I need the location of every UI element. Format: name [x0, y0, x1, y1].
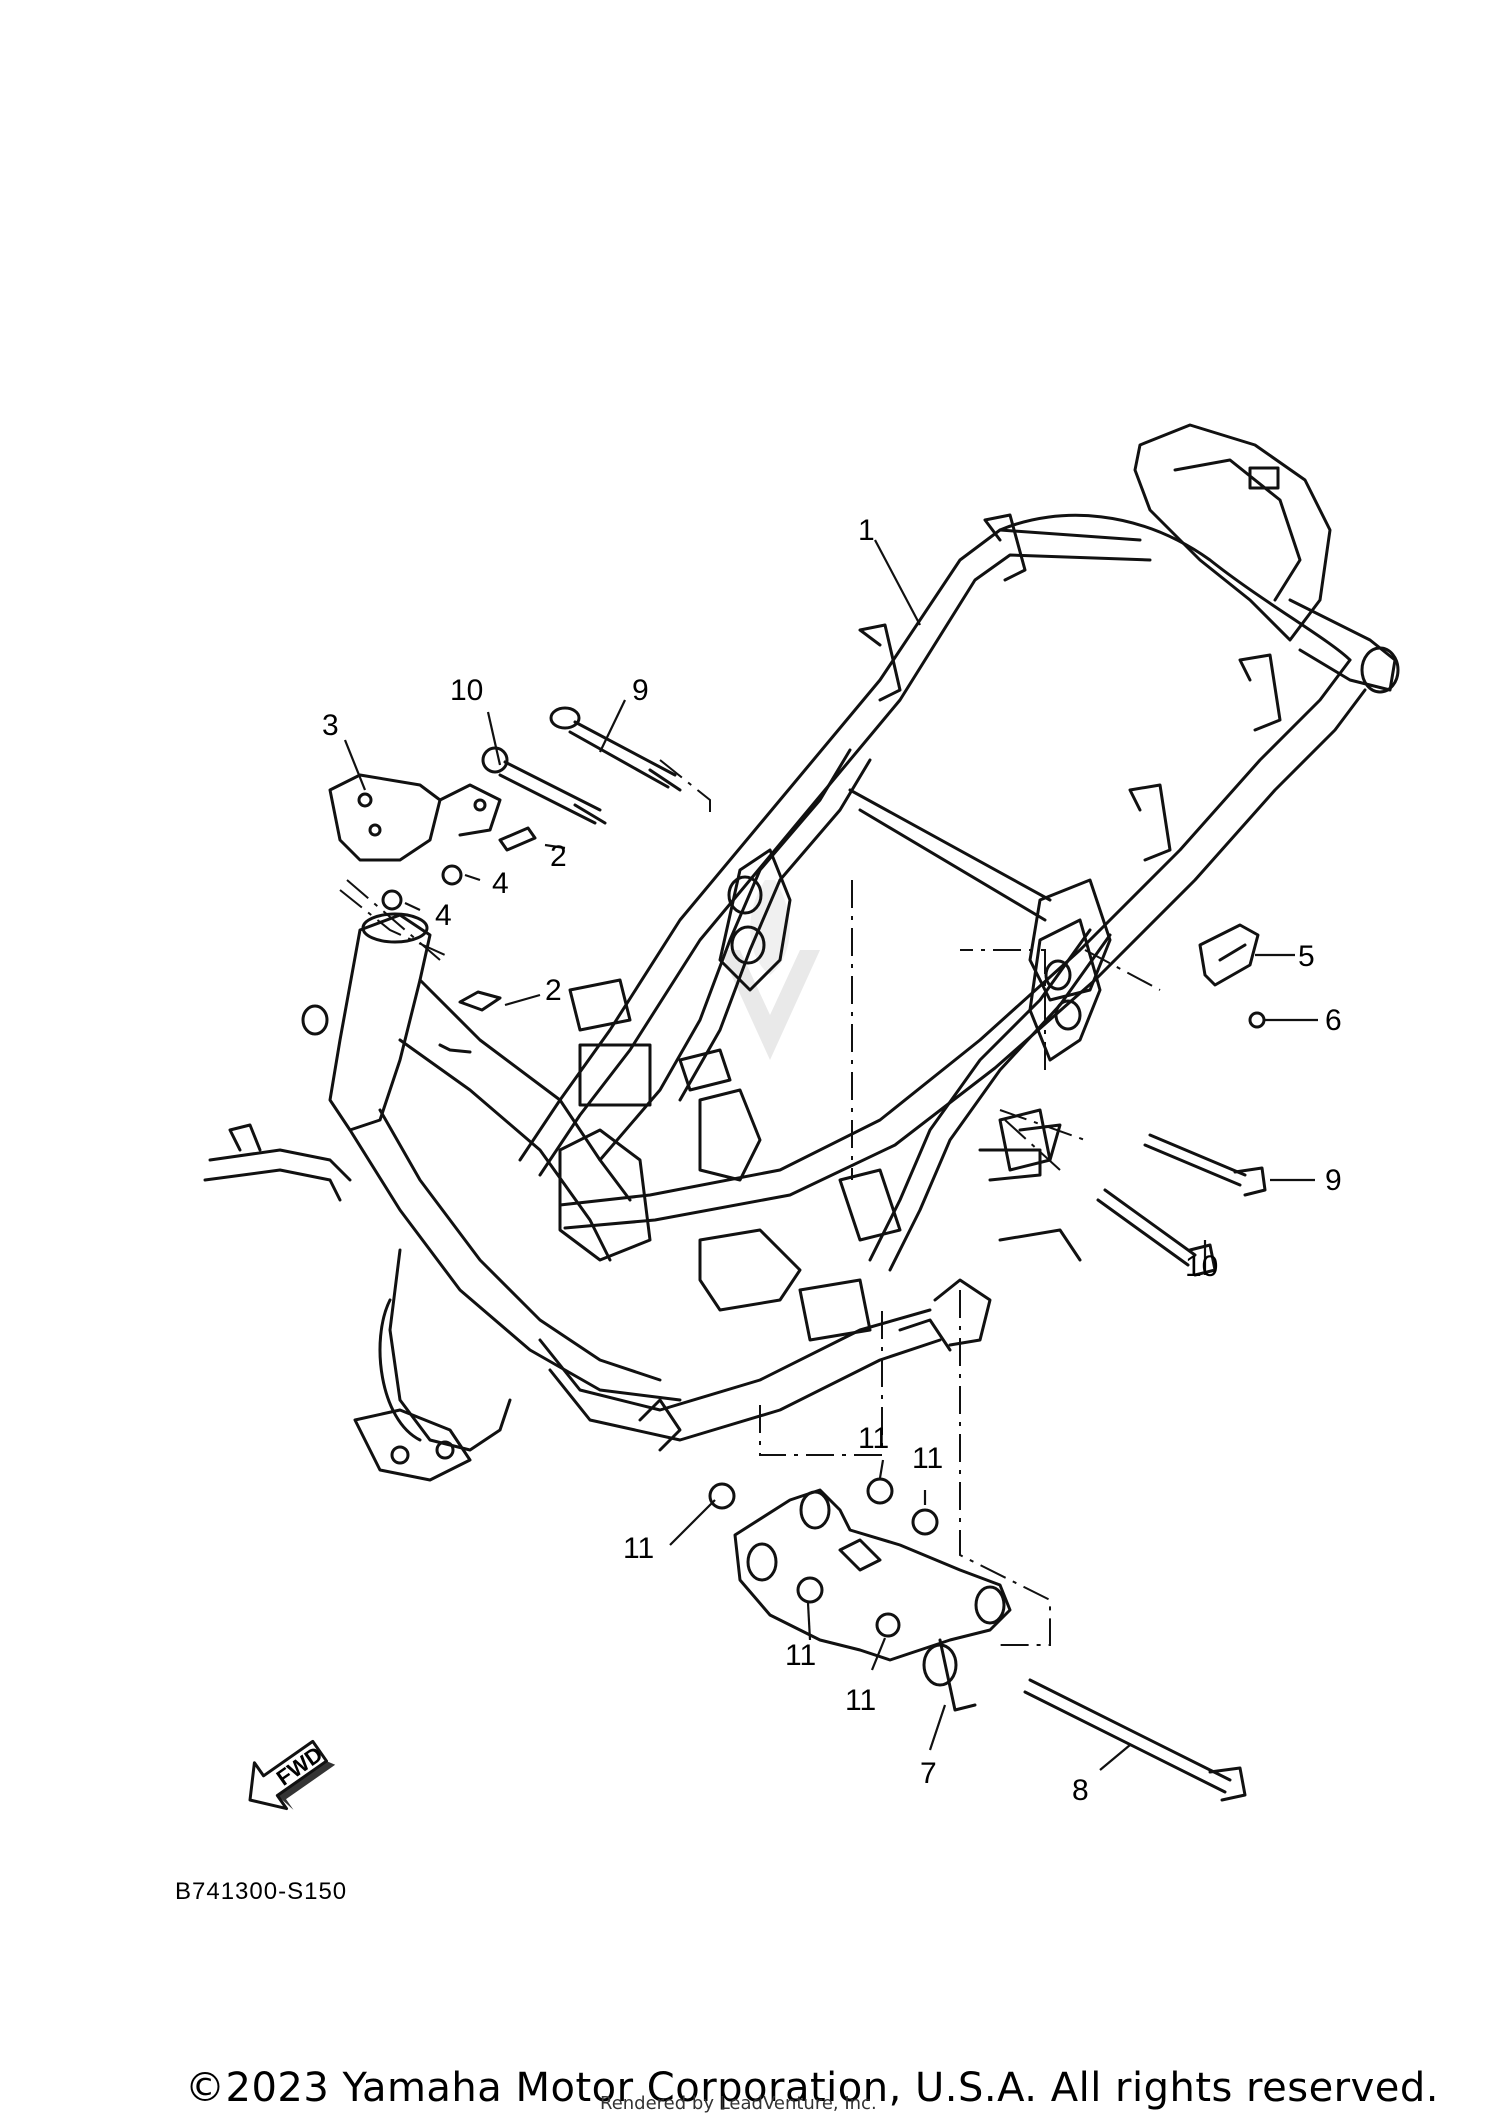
callout-8: 8 — [1072, 1774, 1089, 1807]
bolt-part-9-upper — [549, 706, 682, 792]
callout-1: 1 — [858, 514, 875, 547]
callout-9: 9 — [632, 674, 649, 707]
alignment-lines — [339, 759, 1161, 1646]
diagram-code: B741300-S150 — [175, 1878, 348, 1905]
callout-11: 11 — [785, 1639, 816, 1672]
callout-7: 7 — [920, 1757, 937, 1790]
callout-10: 10 — [1185, 1250, 1218, 1283]
bolt-part-6 — [1248, 1011, 1266, 1029]
callout-11: 11 — [912, 1442, 943, 1475]
washer-part-11 — [708, 1477, 939, 1638]
bolt-part-10-upper — [481, 746, 607, 825]
callout-4: 4 — [492, 867, 509, 900]
callout-6: 6 — [1325, 1004, 1342, 1037]
rendered-by-notice: Rendered by LeadVenture, Inc. — [600, 2093, 877, 2114]
callout-10: 10 — [450, 674, 483, 707]
callout-11: 11 — [858, 1422, 889, 1455]
callout-11: 11 — [845, 1684, 876, 1717]
fwd-arrow-icon: FWD — [248, 1739, 336, 1811]
copyright-notice: ©2023 Yamaha Motor Corporation, U.S.A. A… — [185, 2065, 1440, 2111]
engine-bracket-part-7 — [733, 1488, 1012, 1712]
callout-5: 5 — [1298, 940, 1315, 973]
callout-2: 2 — [550, 840, 567, 873]
callout-11: 11 — [623, 1532, 654, 1565]
callout-labels: 1 2 2 3 4 4 5 6 7 8 9 9 10 10 11 11 11 1… — [322, 514, 1342, 1807]
bracket-part-3 — [328, 773, 502, 862]
bolt-part-8 — [1023, 1678, 1247, 1802]
bolt-part-9-right — [1143, 1133, 1267, 1197]
nut-part-4 — [381, 864, 463, 911]
callout-2: 2 — [545, 974, 562, 1007]
main-frame — [203, 423, 1400, 1482]
bracket-part-5 — [1198, 923, 1260, 987]
callout-3: 3 — [322, 709, 339, 742]
callout-9: 9 — [1325, 1164, 1342, 1197]
clip-part-2 — [438, 826, 537, 1054]
leader-lines — [343, 539, 1318, 1771]
callout-4: 4 — [435, 899, 452, 932]
